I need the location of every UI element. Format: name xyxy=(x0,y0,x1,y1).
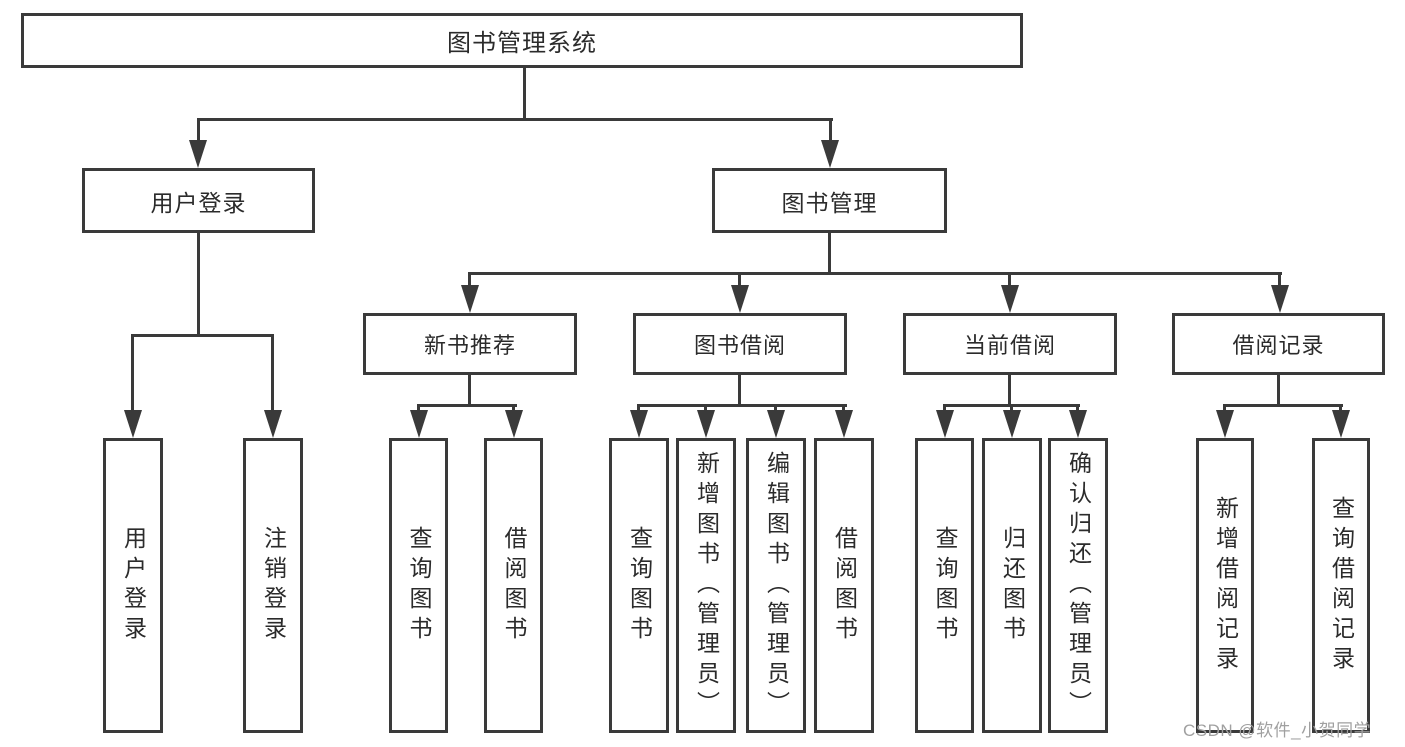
leaf-recommend-query-books: 查询图书 xyxy=(389,438,448,733)
leaf-borrow-edit-books: 编辑图书（管理员） xyxy=(746,438,806,733)
connector-line xyxy=(131,336,134,411)
connector-arrowhead xyxy=(630,410,648,438)
connector-arrowhead xyxy=(835,410,853,438)
connector-line xyxy=(468,375,471,407)
node-label: 用户登录 xyxy=(120,525,147,646)
connector-line xyxy=(1223,406,1226,412)
connector-arrowhead xyxy=(1001,285,1019,313)
connector-line xyxy=(1223,404,1343,407)
connector-arrowhead xyxy=(731,285,749,313)
connector-arrowhead xyxy=(767,410,785,438)
connector-arrowhead xyxy=(505,410,523,438)
watermark: CSDN @软件_小贺同学 xyxy=(1183,721,1372,740)
node-label: 借阅记录 xyxy=(1232,333,1325,358)
node-label: 编辑图书（管理员） xyxy=(763,450,790,721)
leaf-current-confirm-return: 确认归还（管理员） xyxy=(1048,438,1108,733)
node-label: 新增借阅记录 xyxy=(1212,495,1239,676)
connector-line xyxy=(468,272,1282,275)
connector-line xyxy=(271,336,274,411)
connector-arrowhead xyxy=(1216,410,1234,438)
node-label: 归还图书 xyxy=(999,525,1026,646)
connector-line xyxy=(828,233,831,274)
node-user-login: 用户登录 xyxy=(82,168,315,233)
connector-arrowhead xyxy=(1332,410,1350,438)
connector-arrowhead xyxy=(1271,285,1289,313)
connector-line xyxy=(417,404,517,407)
connector-arrowhead xyxy=(936,410,954,438)
connector-line xyxy=(1339,406,1342,412)
node-label: 图书管理系统 xyxy=(447,30,597,57)
connector-line xyxy=(738,375,741,407)
node-book-borrow: 图书借阅 xyxy=(633,313,847,375)
node-label: 查询图书 xyxy=(932,525,958,646)
node-label: 新书推荐 xyxy=(423,333,516,358)
node-label: 借阅图书 xyxy=(501,525,527,646)
connector-arrowhead xyxy=(821,140,839,168)
connector-line xyxy=(774,406,777,412)
leaf-borrow-borrow-books: 借阅图书 xyxy=(814,438,874,733)
connector-line xyxy=(523,68,526,120)
connector-arrowhead xyxy=(189,140,207,168)
connector-line xyxy=(1008,375,1011,407)
connector-arrowhead xyxy=(410,410,428,438)
node-label: 新增图书（管理员） xyxy=(693,450,720,721)
connector-line xyxy=(943,406,946,412)
connector-line xyxy=(1277,375,1280,407)
connector-line xyxy=(197,118,833,121)
connector-arrowhead xyxy=(697,410,715,438)
node-label: 当前借阅 xyxy=(963,333,1056,358)
node-label: 确认归还（管理员） xyxy=(1065,450,1092,721)
connector-arrowhead xyxy=(461,285,479,313)
connector-line xyxy=(1010,406,1013,412)
connector-line xyxy=(131,334,274,337)
node-root: 图书管理系统 xyxy=(21,13,1023,68)
connector-arrowhead xyxy=(1069,410,1087,438)
leaf-user-login: 用户登录 xyxy=(103,438,163,733)
connector-line xyxy=(197,120,200,142)
node-label: 图书借阅 xyxy=(693,333,786,358)
node-label: 用户登录 xyxy=(150,189,247,216)
connector-line xyxy=(1008,274,1011,286)
connector-line xyxy=(829,120,832,142)
node-label: 查询图书 xyxy=(626,525,653,646)
leaf-current-query-books: 查询图书 xyxy=(915,438,974,733)
leaf-recommend-borrow-books: 借阅图书 xyxy=(484,438,543,733)
node-label: 注销登录 xyxy=(260,525,287,646)
connector-line xyxy=(1076,406,1079,412)
connector-arrowhead xyxy=(264,410,282,438)
leaf-records-add-record: 新增借阅记录 xyxy=(1196,438,1254,733)
node-new-book-recommend: 新书推荐 xyxy=(363,313,577,375)
node-label: 图书管理 xyxy=(781,189,878,216)
node-label: 借阅图书 xyxy=(831,525,858,646)
connector-line xyxy=(842,406,845,412)
connector-line xyxy=(468,274,471,286)
node-current-borrow: 当前借阅 xyxy=(903,313,1117,375)
node-borrow-records: 借阅记录 xyxy=(1172,313,1385,375)
connector-line xyxy=(1278,274,1281,286)
connector-line xyxy=(417,406,420,412)
leaf-logout: 注销登录 xyxy=(243,438,303,733)
connector-line xyxy=(512,406,515,412)
connector-line xyxy=(637,404,847,407)
connector-line xyxy=(637,406,640,412)
leaf-current-return-books: 归还图书 xyxy=(982,438,1042,733)
connector-arrowhead xyxy=(1003,410,1021,438)
connector-line xyxy=(197,233,200,336)
connector-arrowhead xyxy=(124,410,142,438)
node-book-management: 图书管理 xyxy=(712,168,947,233)
connector-line xyxy=(704,406,707,412)
leaf-borrow-add-books: 新增图书（管理员） xyxy=(676,438,736,733)
node-label: 查询借阅记录 xyxy=(1328,495,1355,676)
connector-line xyxy=(943,404,1080,407)
leaf-borrow-query-books: 查询图书 xyxy=(609,438,669,733)
node-label: 查询图书 xyxy=(406,525,432,646)
leaf-records-query-record: 查询借阅记录 xyxy=(1312,438,1370,733)
connector-line xyxy=(738,274,741,286)
